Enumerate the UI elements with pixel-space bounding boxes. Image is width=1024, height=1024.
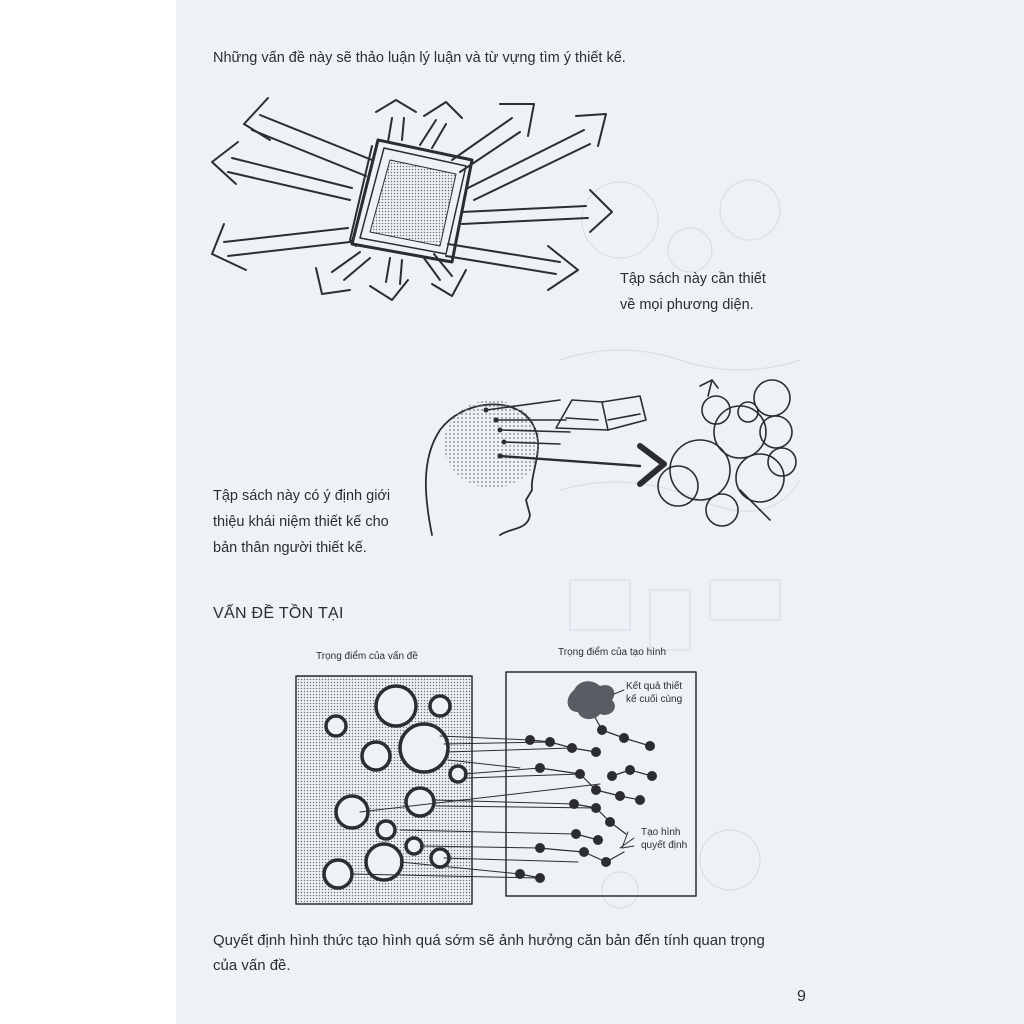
left-margin [0, 0, 176, 1024]
arrow-heads [211, 97, 613, 301]
form-decision-label-line: Tạo hình [641, 827, 681, 838]
form-decision-label: Tạo hình quyết định [641, 826, 687, 852]
page-number: 9 [797, 988, 806, 1005]
head-caption: Tập sách này có ý định giới thiệu khái n… [213, 483, 390, 561]
form-nodes [515, 681, 657, 883]
bold-arrow-icon [637, 443, 667, 487]
book-caption-line: Tập sách này cần thiết [620, 271, 766, 287]
problem-focus-label: Trọng điểm của vấn đề [316, 651, 418, 662]
book-icon [349, 138, 474, 264]
head-caption-line: Tập sách này có ý định giới [213, 488, 391, 504]
section-heading: VẤN ĐỀ TỒN TẠI [213, 605, 344, 622]
arrow-shafts [223, 114, 591, 285]
problem-circles [322, 684, 468, 890]
head-caption-line: thiệu khái niệm thiết kế cho [213, 514, 389, 530]
intro-paragraph: Những vấn đề này sẽ thảo luận lý luận và… [213, 50, 626, 66]
book-caption: Tập sách này cần thiết về mọi phương diệ… [620, 266, 766, 318]
final-result-label: Kết quả thiết kế cuối cùng [626, 680, 682, 706]
open-book-icon [555, 395, 647, 431]
connector-lines [351, 735, 601, 879]
form-box [505, 671, 697, 897]
conclusion-paragraph: Quyết định hình thức tạo hình quá sớm sẽ… [213, 928, 765, 978]
final-result-label-line: Kết quả thiết [626, 681, 683, 692]
form-decision-label-line: quyết định [641, 840, 688, 851]
conclusion-line: Quyết định hình thức tạo hình quá sớm sẽ… [213, 932, 765, 949]
conclusion-line: của vấn đề. [213, 957, 291, 974]
circle-cluster [657, 379, 797, 527]
head-caption-line: bản thân người thiết kế. [213, 540, 367, 556]
form-focus-label: Trọng điểm của tạo hình [558, 647, 667, 658]
final-result-label-line: kế cuối cùng [626, 694, 683, 705]
book-caption-line: về mọi phương diện. [620, 297, 754, 313]
final-result-blob [567, 681, 615, 720]
gaze-lines [485, 399, 642, 468]
